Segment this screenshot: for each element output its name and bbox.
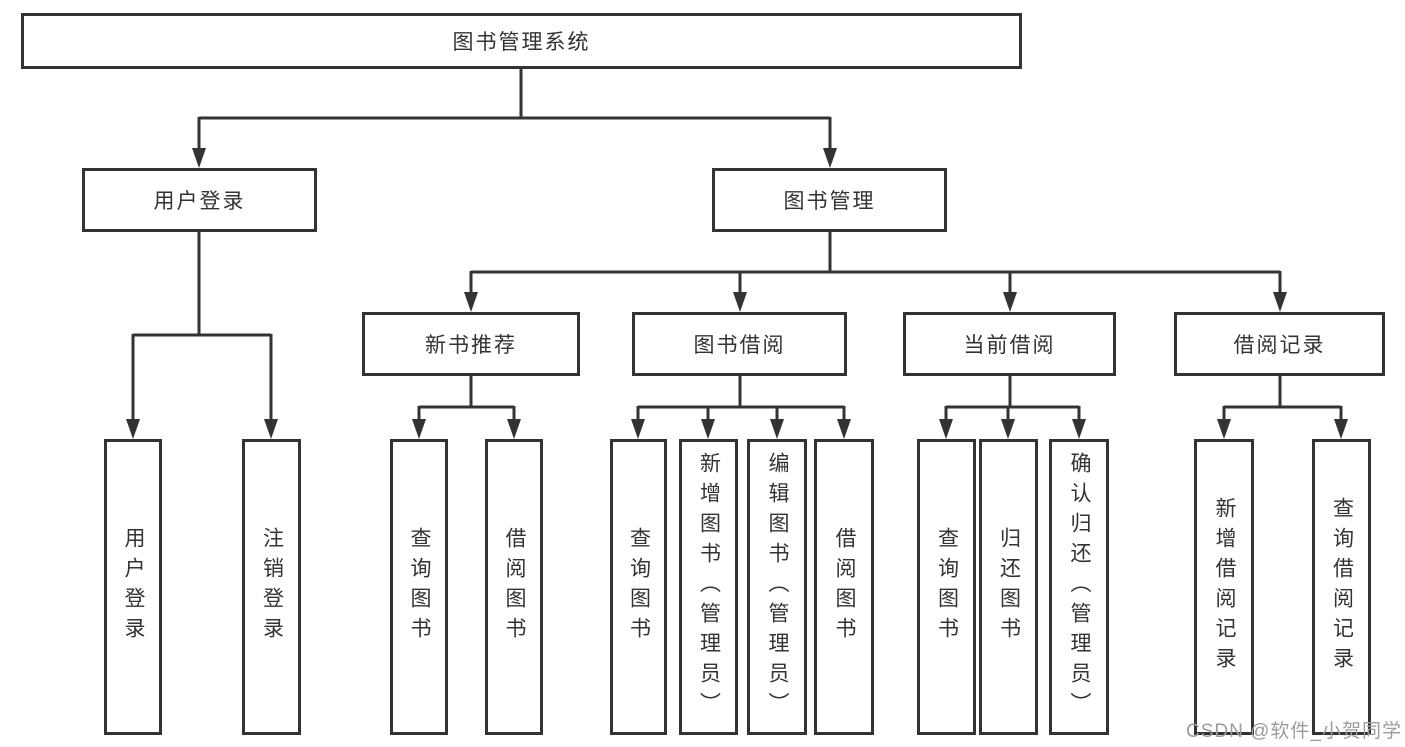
node-leaf-add-borrow-record: 新增借阅记录 bbox=[1194, 439, 1254, 735]
node-book-borrow: 图书借阅 bbox=[632, 312, 847, 376]
node-leaf-query-books-borrow: 查询图书 bbox=[610, 439, 667, 735]
node-label: 查询图书 bbox=[408, 527, 431, 647]
node-label: 注销登录 bbox=[260, 527, 284, 647]
node-label: 新书推荐 bbox=[425, 334, 517, 357]
node-leaf-logout: 注销登录 bbox=[242, 439, 301, 735]
node-new-book-recommend: 新书推荐 bbox=[362, 312, 580, 376]
node-leaf-borrow-books-recommend: 借阅图书 bbox=[485, 439, 543, 735]
node-leaf-borrow-books: 借阅图书 bbox=[814, 439, 874, 735]
node-library-management-system: 图书管理系统 bbox=[21, 13, 1022, 69]
node-leaf-query-borrow-record: 查询借阅记录 bbox=[1312, 439, 1371, 735]
node-label: 确认归还（管理员） bbox=[1068, 452, 1091, 722]
node-leaf-query-books-current: 查询图书 bbox=[917, 439, 976, 735]
node-label: 图书管理 bbox=[783, 190, 876, 213]
node-book-management: 图书管理 bbox=[712, 168, 947, 232]
node-borrow-record: 借阅记录 bbox=[1174, 312, 1385, 376]
node-label: 查询图书 bbox=[627, 527, 651, 647]
node-leaf-query-books-recommend: 查询图书 bbox=[390, 439, 448, 735]
node-label: 查询借阅记录 bbox=[1330, 497, 1354, 677]
node-user-login: 用户登录 bbox=[82, 168, 317, 232]
node-label: 用户登录 bbox=[153, 190, 246, 213]
node-label: 新增图书（管理员） bbox=[697, 452, 721, 722]
node-label: 编辑图书（管理员） bbox=[766, 452, 789, 722]
node-label: 新增借阅记录 bbox=[1213, 497, 1236, 677]
node-label: 借阅图书 bbox=[833, 527, 856, 647]
node-label: 图书借阅 bbox=[693, 334, 786, 357]
node-leaf-return-books: 归还图书 bbox=[979, 439, 1038, 735]
node-label: 查询图书 bbox=[935, 527, 959, 647]
node-label: 图书管理系统 bbox=[452, 31, 591, 54]
node-leaf-edit-books-admin: 编辑图书（管理员） bbox=[747, 439, 807, 735]
node-leaf-user-login: 用户登录 bbox=[104, 439, 162, 735]
arrowhead-icons bbox=[126, 148, 1348, 439]
csdn-watermark: CSDN @软件_小贺同学 bbox=[1186, 721, 1402, 742]
node-label: 归还图书 bbox=[997, 527, 1021, 647]
node-label: 借阅图书 bbox=[503, 527, 526, 647]
node-label: 用户登录 bbox=[122, 527, 145, 647]
node-current-borrow: 当前借阅 bbox=[903, 312, 1116, 376]
node-leaf-confirm-return-admin: 确认归还（管理员） bbox=[1049, 439, 1109, 735]
node-label: 当前借阅 bbox=[963, 334, 1056, 357]
node-label: 借阅记录 bbox=[1233, 334, 1326, 357]
node-leaf-add-books-admin: 新增图书（管理员） bbox=[679, 439, 738, 735]
